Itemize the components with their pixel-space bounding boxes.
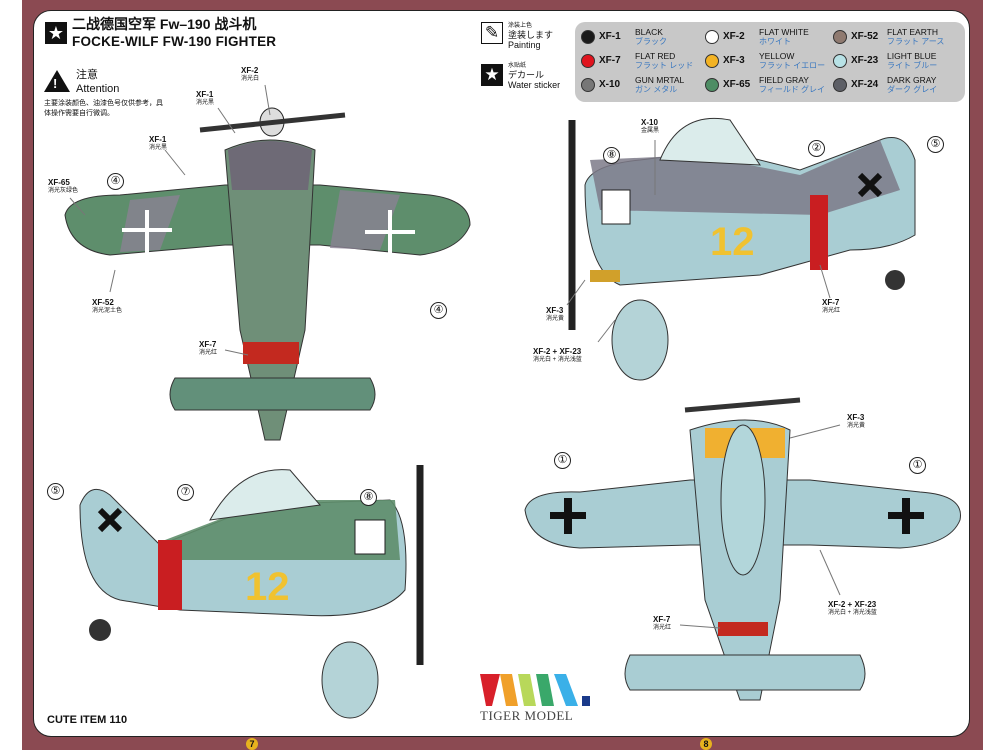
- color-dot: [705, 78, 719, 92]
- attention-title-en: Attention: [76, 83, 120, 95]
- page-number-right: 8: [700, 738, 712, 750]
- paint-code: XF-3: [723, 55, 745, 66]
- aircraft-number-right: 12: [710, 220, 755, 264]
- page-number-left: 7: [246, 738, 258, 750]
- legend-painting: 涂装上色 塗装します Painting: [508, 22, 553, 50]
- color-dot: [581, 54, 595, 68]
- decal-number: ②: [808, 140, 825, 157]
- decal-number: ⑦: [177, 484, 194, 501]
- legend-small-text: 涂装上色: [508, 23, 533, 29]
- paint-code: XF-65: [723, 79, 751, 90]
- legend-en-text: Painting: [508, 40, 541, 50]
- tiger-model-logo: [480, 674, 590, 706]
- star-icon: ★: [45, 22, 67, 44]
- decal-number: ⑧: [360, 489, 377, 506]
- color-dot: [833, 30, 847, 44]
- legend-water-sticker: 水贴纸 デカール Water sticker: [508, 62, 560, 90]
- decal-number: ①: [554, 452, 571, 469]
- paint-code: X-10: [599, 79, 621, 90]
- title-chinese: 二战德国空军 Fw–190 战斗机: [72, 16, 257, 32]
- item-number: CUTE ITEM 110: [47, 714, 128, 726]
- color-dot: [705, 54, 719, 68]
- color-dot: [833, 54, 847, 68]
- paint-code: XF-24: [851, 79, 879, 90]
- legend-jp-text: デカール: [508, 70, 545, 80]
- paint-code: XF-2: [723, 31, 745, 42]
- decal-number: ④: [430, 302, 447, 319]
- side-view-left-aircraft: 12: [79, 465, 424, 719]
- legend-en-text: Water sticker: [508, 80, 561, 90]
- bottom-view-aircraft: [524, 397, 961, 701]
- paint-code: XF-1: [599, 31, 621, 42]
- color-dot: [581, 30, 595, 44]
- decal-number: ④: [107, 173, 124, 190]
- aircraft-number-left: 12: [245, 565, 290, 609]
- paint-code: XF-52: [851, 31, 879, 42]
- warning-icon: [44, 70, 70, 92]
- star-icon: ★: [481, 64, 503, 86]
- title-english: FOCKE-WILF FW-190 FIGHTER: [72, 34, 277, 49]
- decal-number: ⑧: [603, 147, 620, 164]
- exclamation-icon: !: [53, 76, 58, 91]
- side-view-right-aircraft: 12: [568, 117, 916, 381]
- color-dot: [833, 78, 847, 92]
- legend-small-text: 水贴纸: [508, 63, 527, 69]
- paint-code: XF-23: [851, 55, 879, 66]
- attention-note: 主要涂装颜色、油漆色号仅供参考，具体操作需要自行微调。: [44, 100, 163, 117]
- color-dot: [705, 30, 719, 44]
- decal-number: ⑤: [927, 136, 944, 153]
- top-view-aircraft: [64, 107, 471, 441]
- brush-icon: ✎: [481, 22, 503, 44]
- legend-jp-text: 塗装します: [508, 30, 554, 40]
- brand-name: TIGER MODEL: [480, 708, 574, 723]
- decal-number: ①: [909, 457, 926, 474]
- attention-title-cn: 注意: [76, 69, 98, 81]
- instruction-panel: [33, 10, 970, 737]
- color-dot: [581, 78, 595, 92]
- decal-number: ⑤: [47, 483, 64, 500]
- paint-code: XF-7: [599, 55, 621, 66]
